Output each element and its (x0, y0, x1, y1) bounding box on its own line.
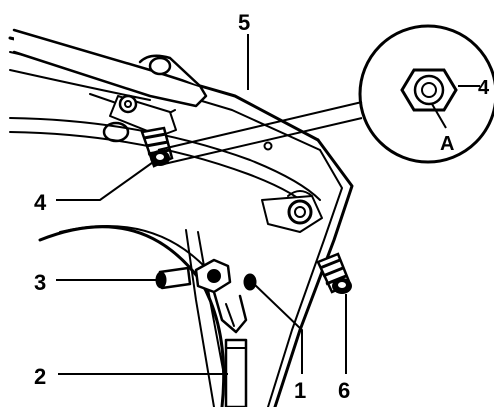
upper-bracket (109, 94, 177, 137)
detail-circle (157, 24, 494, 165)
callout-4: 4 (34, 190, 47, 215)
wheel-arch (38, 225, 231, 407)
panel-hole (263, 141, 273, 151)
callout-2: 2 (34, 364, 46, 389)
hood-stop-screw-4 (140, 126, 174, 168)
callout-1: 1 (294, 378, 306, 403)
leader-detail-a (431, 103, 447, 129)
callout-6: 6 (338, 378, 350, 403)
hood-stop-screw-6 (316, 252, 352, 294)
leader-1 (253, 283, 303, 374)
callout-detail-4: 4 (478, 77, 490, 99)
lower-bracket (261, 190, 323, 233)
callout-5: 5 (238, 10, 250, 35)
callout-3: 3 (34, 270, 46, 295)
leader-4 (56, 159, 157, 201)
wiper-arm (12, 28, 208, 119)
callout-detail-a: A (440, 133, 454, 155)
leader-lines (56, 34, 480, 375)
grommet (102, 121, 130, 143)
hood-lock (155, 258, 257, 407)
